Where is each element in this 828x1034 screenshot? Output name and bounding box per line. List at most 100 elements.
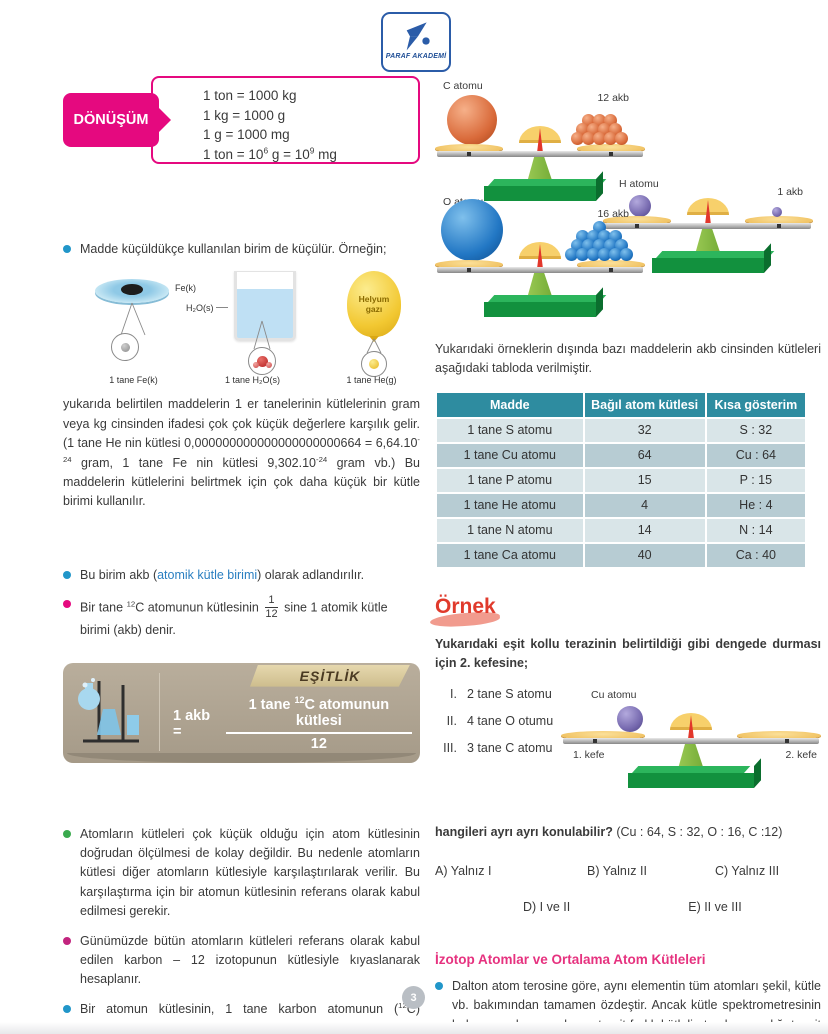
bullet-text: Atomların kütleleri çok küçük olduğu içi… bbox=[80, 826, 420, 919]
conversion-box: 1 ton = 1000 kg 1 kg = 1000 g 1 g = 1000… bbox=[151, 76, 420, 164]
roman-numeral: II. bbox=[446, 713, 457, 728]
table-header-row: Madde Bağıl atom kütlesi Kısa gösterim bbox=[437, 392, 805, 417]
table-cell: Cu : 64 bbox=[706, 443, 805, 467]
scale-item-label: C atomu bbox=[443, 80, 483, 92]
scale-needle bbox=[537, 244, 543, 269]
column-header: Bağıl atom kütlesi bbox=[584, 392, 705, 417]
balance-scale-figures: C atomu 12 akb H atomu 1 akb bbox=[435, 76, 821, 328]
scale-needle bbox=[537, 128, 543, 153]
table-cell: S : 32 bbox=[706, 418, 805, 442]
table-cell: 1 tane Cu atomu bbox=[437, 443, 583, 467]
answer-option-a: A) Yalnız I bbox=[435, 863, 492, 878]
bullet-text: Bir atomun kütlesinin, 1 tane karbon ato… bbox=[80, 1000, 420, 1034]
bullet-dot bbox=[435, 981, 443, 990]
bullet-dot bbox=[63, 570, 71, 579]
bullet-item: Bu birim akb (atomik kütle birimi) olara… bbox=[63, 566, 420, 585]
roman-numeral: III. bbox=[443, 740, 457, 755]
table-cell: 1 tane P atomu bbox=[437, 468, 583, 492]
answer-options-row1: A) Yalnız I B) Yalnız II C) Yalnız III bbox=[435, 864, 821, 878]
table-cell: 4 bbox=[584, 493, 705, 517]
scale-pan-right bbox=[577, 260, 645, 269]
scale-base bbox=[652, 258, 764, 273]
water-beaker-figure: H₂O(s) 1 tane H₂O(s) bbox=[186, 271, 301, 385]
magnified-atom-circle bbox=[111, 333, 139, 362]
bullet-item: Madde küçüldükçe kullanılan birim de küç… bbox=[63, 240, 420, 259]
fraction-numerator: 1 tane 12C atomunun kütlesi bbox=[225, 695, 412, 734]
figure-callout: Fe(k) bbox=[175, 283, 196, 294]
table-cell: Ca : 40 bbox=[706, 543, 805, 567]
answer-options-row2: D) I ve II E) II ve III bbox=[435, 900, 821, 914]
roman-numeral: I. bbox=[450, 686, 457, 701]
bullet-text: Günümüzde bütün atomların kütleleri refe… bbox=[80, 933, 420, 987]
question-note: (Cu : 64, S : 32, O : 16, C :12) bbox=[612, 824, 783, 839]
table-intro: Yukarıdaki örneklerin dışında bazı madde… bbox=[435, 342, 821, 376]
table-row: 1 tane P atomu 15 P : 15 bbox=[437, 468, 805, 492]
iron-piece bbox=[121, 284, 143, 296]
figure-caption: 1 tane He(g) bbox=[346, 375, 397, 386]
conversion-line: 1 kg = 1000 g bbox=[203, 107, 286, 123]
conversion-line: 1 ton = 1000 kg bbox=[203, 88, 297, 103]
carbon-atom-sphere bbox=[447, 95, 497, 145]
roman-text: 4 tane O otumu bbox=[467, 713, 554, 728]
equality-banner: EŞİTLİK bbox=[250, 664, 410, 687]
table-cell: He : 4 bbox=[706, 493, 805, 517]
balloon-illustration: Helyum gazı bbox=[347, 271, 401, 338]
bullet-text: Madde küçüldükçe kullanılan birim de küç… bbox=[80, 242, 387, 256]
bullet-dot bbox=[63, 936, 71, 945]
bullet-item: Günümüzde bütün atomların kütleleri refe… bbox=[63, 932, 420, 990]
magnified-molecule-circle bbox=[248, 347, 276, 376]
left-column: DÖNÜŞÜM 1 ton = 1000 kg 1 kg = 1000 g 1 … bbox=[63, 76, 420, 1034]
bullet-dot bbox=[63, 600, 71, 608]
column-header: Madde bbox=[437, 392, 583, 417]
logo-title: PARAF AKADEMİ bbox=[385, 53, 447, 60]
table-row: 1 tane Ca atomu 40 Ca : 40 bbox=[437, 543, 805, 567]
scale-beam bbox=[563, 737, 819, 744]
page-number: 3 bbox=[402, 986, 425, 1009]
example-intro: Yukarıdaki eşit kollu terazinin belirtil… bbox=[435, 636, 821, 671]
copper-atom-sphere bbox=[617, 705, 643, 732]
isotope-section: İzotop Atomlar ve Ortalama Atom Kütleler… bbox=[435, 952, 821, 1034]
scale-base bbox=[628, 772, 754, 788]
column-header: Kısa gösterim bbox=[706, 392, 805, 417]
scale-needle bbox=[705, 200, 711, 225]
oxygen-atom-sphere bbox=[441, 199, 503, 261]
akb-formula: 1 akb = 1 tane 12C atomunun kütlesi 12 bbox=[173, 695, 412, 752]
substance-figures: Fe(k) 1 tane Fe(k) H₂O(s) 1 tane H₂O(s) bbox=[63, 271, 420, 385]
answer-option-c: C) Yalnız III bbox=[715, 863, 780, 878]
bullet-dot bbox=[63, 245, 71, 253]
balance-scale-carbon: C atomu 12 akb bbox=[435, 80, 645, 225]
iron-sample-figure: Fe(k) 1 tane Fe(k) bbox=[85, 271, 196, 385]
conversion-callout: DÖNÜŞÜM 1 ton = 1000 kg 1 kg = 1000 g 1 … bbox=[63, 76, 420, 164]
figure-callout: H₂O(s) bbox=[186, 303, 228, 313]
divider bbox=[159, 672, 160, 751]
roman-item: II. 4 tane O otumu bbox=[435, 714, 821, 728]
answer-option-b: B) Yalnız II bbox=[587, 863, 647, 878]
scale-beam bbox=[437, 267, 643, 273]
pan-label-left: 1. kefe bbox=[573, 748, 605, 761]
paraf-akademi-logo: PARAF AKADEMİ bbox=[381, 12, 451, 72]
roman-item: I. 2 tane S atomu bbox=[435, 687, 821, 701]
table-cell: P : 15 bbox=[706, 468, 805, 492]
table-row: 1 tane N atomu 14 N : 14 bbox=[437, 518, 805, 542]
bullet-item: Bir atomun kütlesinin, 1 tane karbon ato… bbox=[63, 1000, 420, 1034]
table-cell: 32 bbox=[584, 418, 705, 442]
table-cell: 40 bbox=[584, 543, 705, 567]
lab-glassware-icon bbox=[78, 677, 139, 743]
bullet-item: Dalton atom terosine göre, aynı elementi… bbox=[435, 977, 821, 1034]
scale-pan-left bbox=[435, 144, 503, 153]
bullet-dot bbox=[63, 1004, 71, 1013]
paraf-akademi-logo-icon bbox=[406, 22, 430, 51]
balance-scale-copper: Cu atomu 1. kefe 2. kefe bbox=[561, 688, 821, 809]
scale-weight-label: 16 akb bbox=[597, 208, 629, 220]
balance-scale-hydrogen: H atomu 1 akb bbox=[603, 152, 813, 297]
bullet-text: Bu birim akb (atomik kütle birimi) olara… bbox=[80, 567, 365, 582]
scale-base bbox=[484, 302, 596, 317]
water-molecule bbox=[252, 355, 272, 368]
answer-option-e: E) II ve III bbox=[688, 899, 742, 914]
conversion-line: 1 g = 1000 mg bbox=[203, 127, 290, 143]
table-cell: 1 tane He atomu bbox=[437, 493, 583, 517]
scale-item-label: Cu atomu bbox=[591, 688, 637, 701]
akb-weights-pile bbox=[757, 207, 797, 217]
